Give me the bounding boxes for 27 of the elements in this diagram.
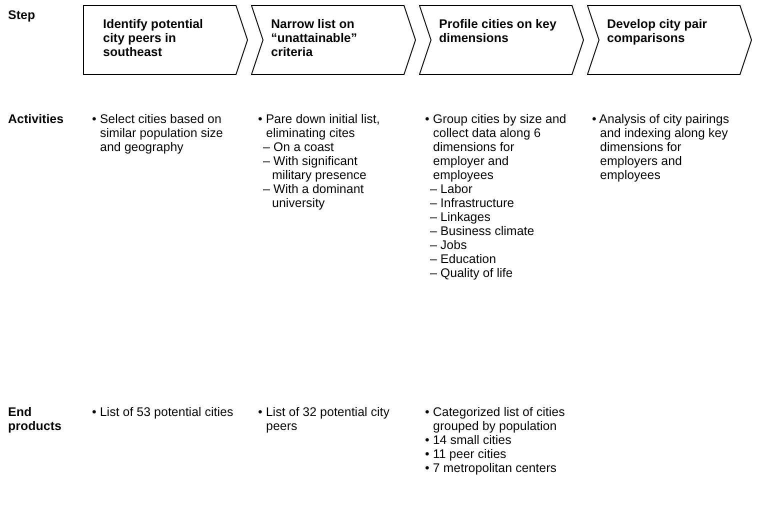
row-header: End products xyxy=(8,405,62,433)
bullet-item: • Analysis of city pairings and indexing along key dimensions for employers and employees xyxy=(592,112,730,182)
bullet-item: • Categorized list of cities grouped by population xyxy=(425,405,566,433)
row-header: Activities xyxy=(8,112,65,126)
process-step: Develop city pair comparisons xyxy=(587,5,752,75)
sub-list-item: – With significant military presence xyxy=(262,154,368,182)
sub-list-item: – Business climate xyxy=(429,224,536,238)
row-header: Step xyxy=(8,8,36,22)
bullet-item: • 14 small cities xyxy=(425,433,512,447)
sub-list-item: – Labor xyxy=(429,182,474,196)
process-step: Profile cities on key dimensions xyxy=(419,5,584,75)
bullet-item: • List of 32 potential city peers xyxy=(258,405,391,433)
sub-list-item: – On a coast xyxy=(262,140,335,154)
bullet-item: • List of 53 potential cities xyxy=(92,405,234,419)
sub-list-item: – Education xyxy=(429,252,498,266)
sub-list-item: – Linkages xyxy=(429,210,492,224)
sub-list-item: – Infrastructure xyxy=(429,196,516,210)
bullet-item: • 11 peer cities xyxy=(425,447,508,461)
bullet-item: • Select cities based on similar population size and geography xyxy=(92,112,224,154)
sub-list-item: – Quality of life xyxy=(429,266,514,280)
bullet-item: • Pare down initial list, eliminating cites xyxy=(258,112,381,140)
bullet-item: • Group cities by size and collect data along 6 dimensions for employer and employees xyxy=(425,112,567,182)
sub-list-item: – With a dominant university xyxy=(262,182,365,210)
process-step: Narrow list on “unattainable” criteria xyxy=(251,5,416,75)
sub-list-item: – Jobs xyxy=(429,238,468,252)
bullet-item: • 7 metropolitan centers xyxy=(425,461,558,475)
process-step: Identify potential city peers in southeast xyxy=(83,5,248,75)
